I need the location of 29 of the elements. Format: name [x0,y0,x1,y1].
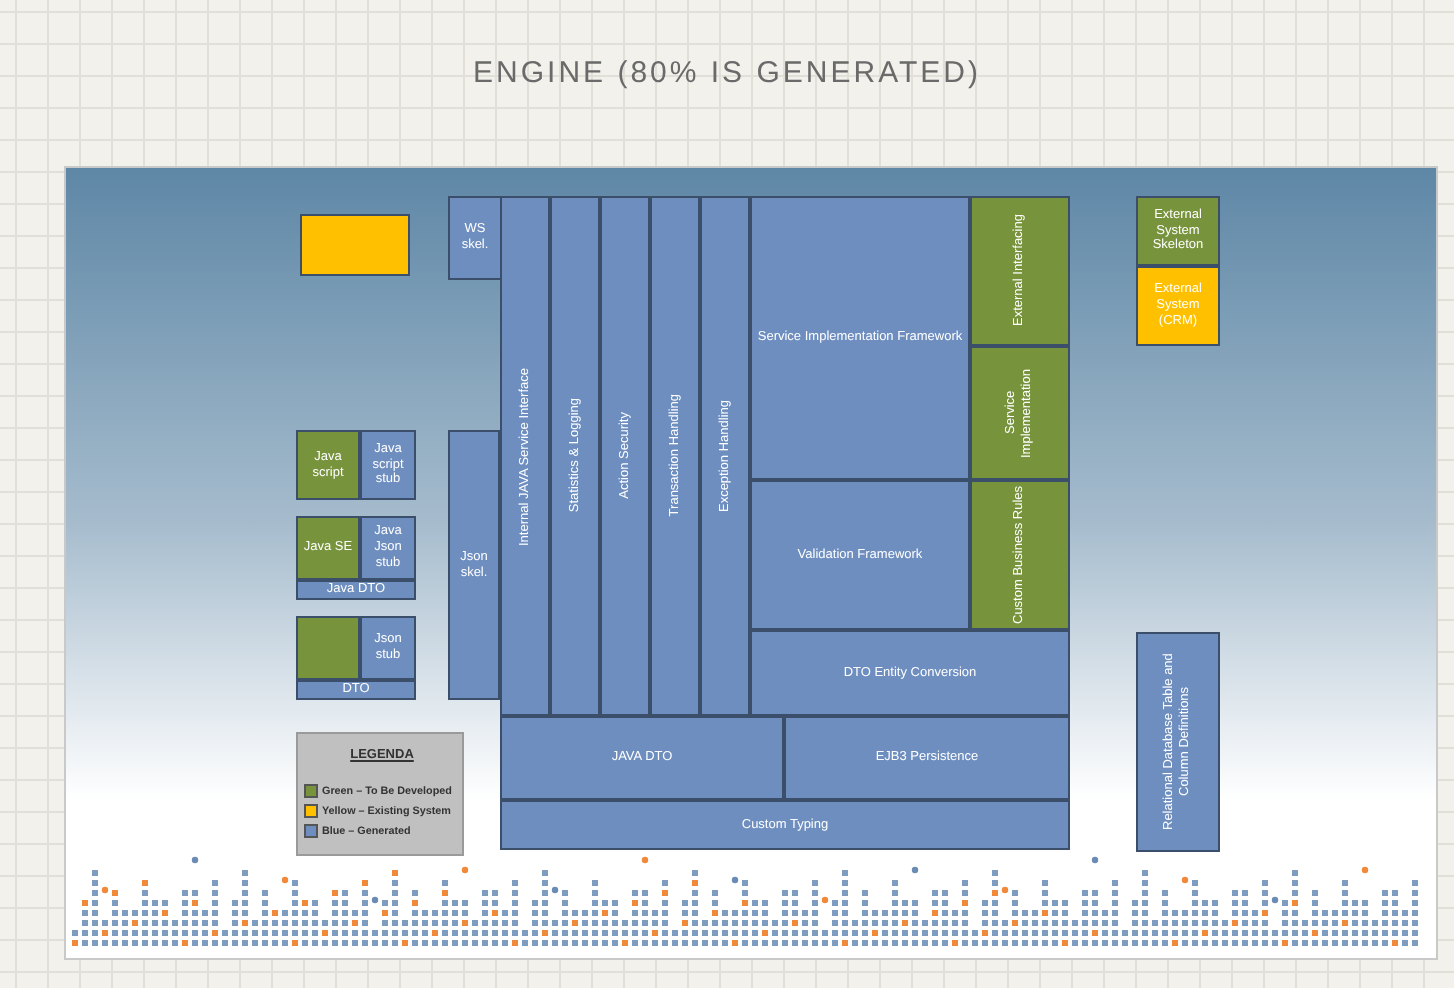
generated-block [500,716,784,800]
development-block [296,516,360,580]
generated-block [448,430,500,700]
generated-block [650,196,700,716]
existing-system-block [300,214,410,276]
generated-block [1136,632,1220,852]
generated-block [296,680,416,700]
generated-block [448,196,502,280]
generated-block [600,196,650,716]
generated-block [750,480,970,630]
development-block [1136,196,1220,266]
diagram-title: ENGINE (80% IS GENERATED) [473,56,981,90]
generated-block [360,430,416,500]
generated-block [550,196,600,716]
generated-block [784,716,1070,800]
development-block [970,480,1070,630]
development-block [296,616,360,680]
generated-block [500,800,1070,850]
generated-block [750,630,1070,716]
development-block [970,346,1070,480]
generated-block [296,580,416,600]
generated-block [750,196,970,480]
existing-system-block [1136,266,1220,346]
development-block [970,196,1070,346]
generated-block [360,516,416,580]
development-block [296,430,360,500]
generated-block [500,196,550,716]
generated-block [700,196,750,716]
generated-block [360,616,416,680]
